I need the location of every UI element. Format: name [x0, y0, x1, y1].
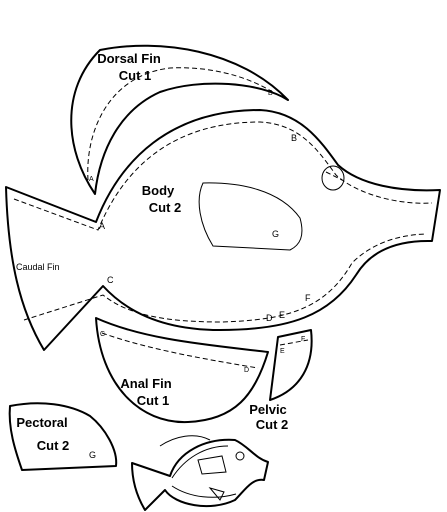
dorsal-mark-b: B	[268, 90, 273, 97]
anal-fin-name: Anal Fin	[120, 376, 171, 391]
anal-fin-cut: Cut 1	[137, 393, 170, 408]
caudal-fin-label: Caudal Fin	[16, 262, 60, 272]
dorsal-fin-name: Dorsal Fin	[97, 51, 161, 66]
body-mark-e: E	[279, 310, 285, 320]
dorsal-mark-a: A	[89, 176, 94, 183]
pectoral-fin-cut: Cut 2	[37, 438, 70, 453]
anal-mark-d: D	[244, 367, 249, 374]
anal-fin-piece: Anal Fin Cut 1 C D	[95, 317, 269, 424]
pectoral-mark-g: G	[89, 450, 96, 460]
pelvic-fin-piece: Pelvic Cut 2 E F	[249, 329, 313, 432]
dorsal-fin-cut: Cut 1	[119, 68, 152, 83]
body-mark-f: F	[305, 293, 311, 303]
dorsal-fin-piece: Dorsal Fin Cut 1 A B	[70, 44, 289, 195]
anal-mark-c: C	[100, 331, 105, 338]
body-piece: Body Cut 2 Caudal Fin A B C D E F G	[5, 109, 441, 351]
body-mark-d: D	[266, 313, 273, 323]
pectoral-fin-piece: Pectoral Cut 2 G	[8, 402, 118, 471]
pelvic-fin-name: Pelvic	[249, 402, 287, 417]
assembled-fish-sketch	[131, 435, 269, 511]
body-cut: Cut 2	[149, 200, 182, 215]
pelvic-fin-cut: Cut 2	[256, 417, 289, 432]
body-mark-a: A	[99, 221, 105, 231]
pelvic-mark-f: F	[301, 336, 305, 343]
body-mark-g: G	[272, 229, 279, 239]
body-name: Body	[142, 183, 175, 198]
pectoral-fin-name: Pectoral	[16, 415, 67, 430]
body-mark-c: C	[107, 275, 114, 285]
body-mark-b: B	[291, 133, 297, 143]
pelvic-mark-e: E	[280, 348, 285, 355]
